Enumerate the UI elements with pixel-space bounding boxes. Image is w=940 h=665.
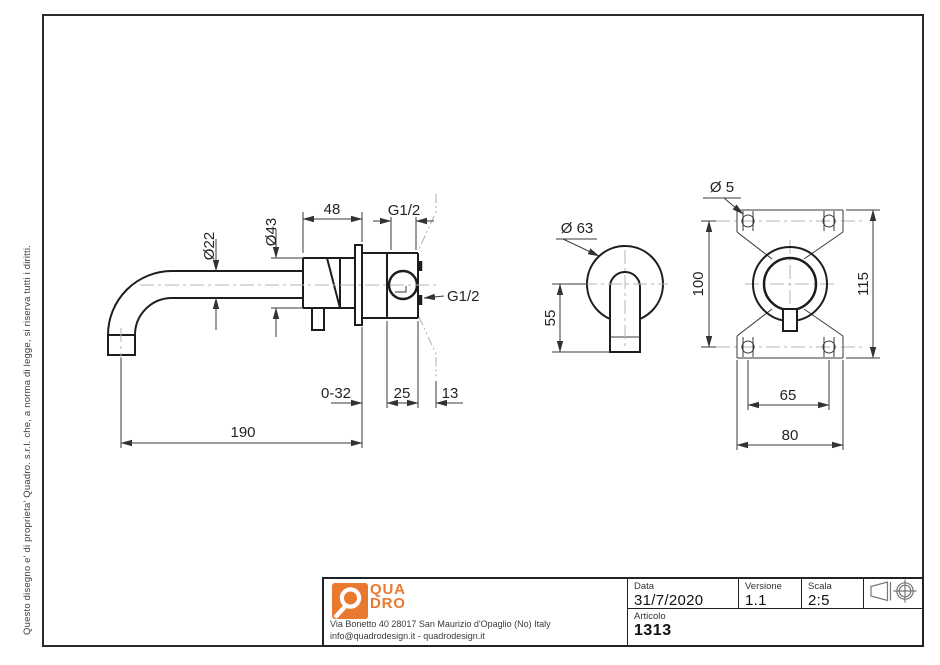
quadro-logo-icon	[332, 583, 368, 624]
dim-48-label: 48	[324, 201, 341, 218]
side-view: 48 G1/2 Ø43 Ø22 0-32 25 13	[107, 194, 480, 448]
logo-line1: QUA	[370, 581, 406, 598]
scale-cell: Scala 2:5	[802, 579, 864, 609]
dim-80-label: 80	[782, 427, 799, 444]
logo-line2: DRO	[370, 595, 406, 612]
dim-d5-label: Ø 5	[710, 179, 734, 196]
dim-d43-label: Ø43	[263, 218, 280, 246]
dim-13-label: 13	[442, 385, 459, 402]
version-value: 1.1	[745, 592, 767, 609]
dim-g12-top-label: G1/2	[388, 202, 421, 219]
screw-hole-tr	[822, 214, 836, 228]
spout-front-centerlines	[583, 250, 668, 348]
date-label: Data	[634, 581, 655, 592]
ext-48	[302, 212, 363, 253]
address-line: Via Bonetto 40 28017 San Maurizio d'Opag…	[330, 619, 551, 629]
article-cell: Articolo 1313	[628, 609, 922, 647]
scale-value: 2:5	[808, 592, 830, 609]
article-label: Articolo	[634, 611, 666, 622]
side-centerline	[120, 284, 436, 360]
date-cell: Data 31/7/2020	[628, 579, 739, 609]
version-cell: Versione 1.1	[739, 579, 802, 609]
logo-wordmark: QUA DRO	[370, 581, 406, 612]
dim-115-label: 115	[855, 272, 872, 296]
phantom-bracket-side	[418, 194, 437, 377]
dim-55-label: 55	[542, 310, 559, 327]
leader-g12-side	[423, 293, 445, 301]
ext-65	[747, 360, 830, 410]
wall-flange	[354, 244, 363, 326]
dim-g12-side-label: G1/2	[447, 288, 480, 305]
leader-d5	[703, 197, 743, 214]
leader-d63	[556, 238, 599, 256]
ext-g12	[390, 217, 417, 250]
contact-line: info@quadrodesign.it - quadrodesign.it	[330, 630, 485, 641]
article-value: 1313	[634, 622, 672, 639]
projection-cell	[864, 579, 922, 609]
dim-d22-label: Ø22	[201, 232, 218, 260]
company-address: Via Bonetto 40 28017 San Maurizio d'Opag…	[330, 619, 551, 642]
body-outline	[302, 257, 355, 309]
date-value: 31/7/2020	[634, 592, 704, 609]
dim-100-label: 100	[690, 271, 707, 296]
spout-front-view: Ø 63 55 100	[542, 220, 716, 353]
dim-190-label: 190	[230, 424, 255, 441]
first-angle-projection-icon	[865, 577, 921, 610]
version-label: Versione	[745, 581, 782, 592]
ext-lower	[361, 321, 437, 448]
screw-hole-br	[822, 340, 836, 354]
port-detail	[395, 286, 407, 293]
ext-d43	[271, 257, 303, 309]
screw-hole-bl	[741, 340, 755, 354]
dim-range-label: 0-32	[321, 385, 351, 402]
scale-label: Scala	[808, 581, 832, 592]
valve-block	[362, 252, 419, 319]
valve-front-view: Ø 5 115 65 80	[703, 179, 880, 450]
title-block: QUA DRO Via Bonetto 40 28017 San Maurizi…	[322, 577, 924, 647]
company-cell: QUA DRO Via Bonetto 40 28017 San Maurizi…	[324, 579, 628, 645]
ext-80	[736, 360, 844, 450]
dim-65-label: 65	[780, 387, 797, 404]
dim-d63-label: Ø 63	[561, 220, 594, 237]
ext-55	[552, 283, 610, 353]
spout-outline	[107, 270, 303, 356]
handle-lever	[782, 308, 798, 332]
dim-25-label: 25	[394, 385, 411, 402]
body-tab	[311, 308, 325, 331]
